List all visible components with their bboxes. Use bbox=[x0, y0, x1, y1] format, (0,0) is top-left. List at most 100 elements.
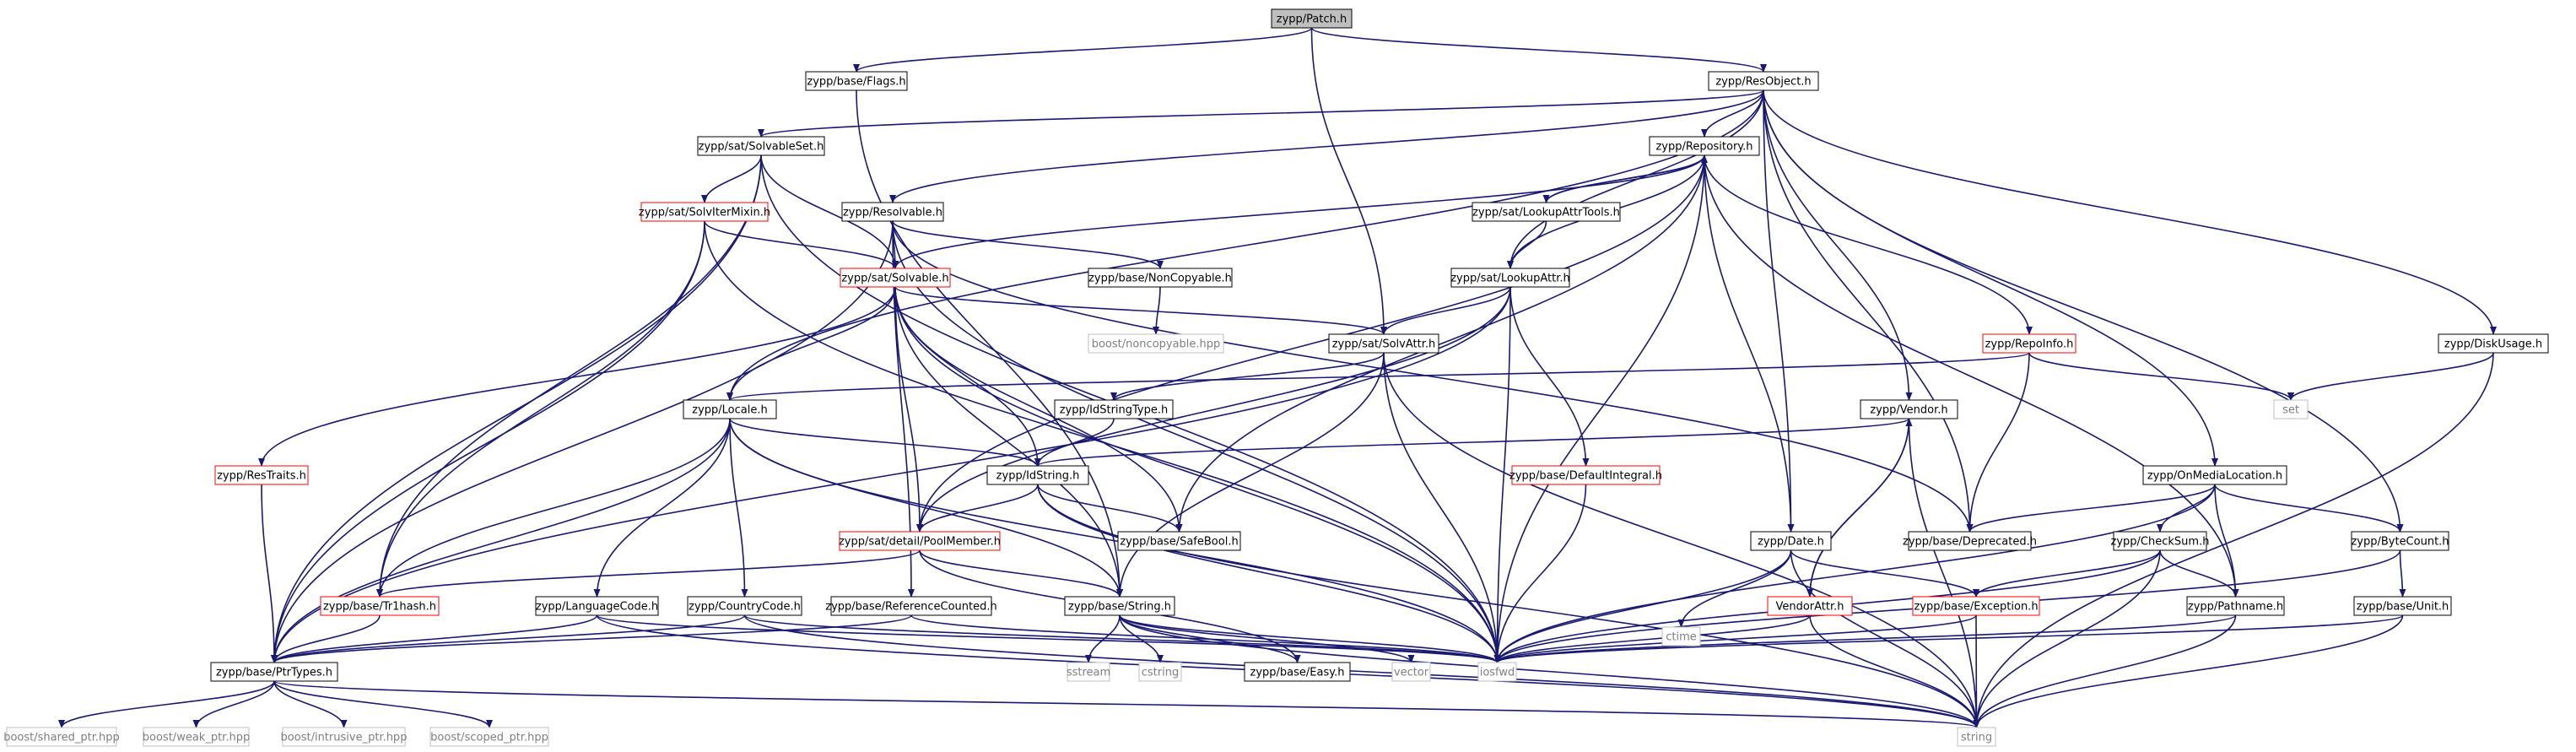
node-label-repoinfo: zypp/RepoInfo.h bbox=[1985, 338, 2074, 351]
node-label-solvitermixin: zypp/sat/SolvIterMixin.h bbox=[639, 207, 770, 219]
node-solvattr[interactable]: zypp/sat/SolvAttr.h bbox=[1328, 333, 1439, 354]
node-box-safebool bbox=[1117, 531, 1241, 551]
node-label-checksum: zypp/CheckSum.h bbox=[2111, 536, 2210, 549]
edge-repository-to-safebool bbox=[1175, 154, 1705, 533]
node-bytecount[interactable]: zypp/ByteCount.h bbox=[2351, 531, 2449, 551]
node-resobject[interactable]: zypp/ResObject.h bbox=[1708, 71, 1819, 91]
node-idstringtype[interactable]: zypp/IdStringType.h bbox=[1054, 399, 1174, 419]
node-label-locale: zypp/Locale.h bbox=[692, 404, 767, 417]
node-label-pathname: zypp/Pathname.h bbox=[2188, 601, 2283, 614]
node-defaultintegral[interactable]: zypp/base/DefaultIntegral.h bbox=[1509, 465, 1662, 485]
node-restraits[interactable]: zypp/ResTraits.h bbox=[214, 465, 309, 485]
node-ptrtypes[interactable]: zypp/base/PtrTypes.h bbox=[210, 662, 338, 682]
edge-string-to-sstream bbox=[1085, 614, 1121, 663]
node-flags[interactable]: zypp/base/Flags.h bbox=[805, 71, 908, 91]
node-idstring[interactable]: zypp/IdString.h bbox=[986, 465, 1089, 485]
node-label-idstringtype: zypp/IdStringType.h bbox=[1060, 404, 1169, 417]
node-box-string bbox=[1064, 596, 1175, 616]
node-countrycode[interactable]: zypp/CountryCode.h bbox=[687, 596, 802, 616]
node-box-resolvable bbox=[841, 202, 944, 222]
node-label-noncopyable: zypp/base/NonCopyable.h bbox=[1088, 273, 1232, 285]
node-exception[interactable]: zypp/base/Exception.h bbox=[1912, 596, 2040, 616]
edge-idstring-to-poolmember bbox=[916, 484, 1039, 533]
edge-solvableset-to-ptrtypes bbox=[271, 154, 762, 663]
node-locale[interactable]: zypp/Locale.h bbox=[683, 399, 777, 419]
node-box-iosfwd bbox=[1477, 662, 1517, 682]
node-tr1hash[interactable]: zypp/base/Tr1hash.h bbox=[320, 596, 440, 616]
node-patch[interactable]: zypp/Patch.h bbox=[1271, 8, 1353, 29]
node-pathname[interactable]: zypp/Pathname.h bbox=[2186, 596, 2285, 616]
edge-solvitermixin-to-solvable bbox=[704, 220, 899, 269]
node-lookupattr[interactable]: zypp/sat/LookupAttr.h bbox=[1450, 268, 1570, 288]
node-label-onmedialocation: zypp/OnMediaLocation.h bbox=[2147, 470, 2282, 483]
edge-poolmember-to-tr1hash bbox=[376, 549, 921, 598]
edge-date-to-exception bbox=[1790, 549, 1979, 598]
node-label-refcounted: zypp/base/ReferenceCounted.h bbox=[825, 601, 996, 614]
node-vendor[interactable]: zypp/Vendor.h bbox=[1860, 399, 1958, 419]
node-resolvable[interactable]: zypp/Resolvable.h bbox=[841, 202, 944, 222]
node-label-boostnoncopyable: boost/noncopyable.hpp bbox=[1092, 338, 1221, 351]
node-cstring: cstring bbox=[1138, 662, 1182, 682]
edge-onmedialocation-to-bytecount bbox=[2214, 484, 2404, 533]
node-label-restraits: zypp/ResTraits.h bbox=[217, 470, 306, 483]
node-onmedialocation[interactable]: zypp/OnMediaLocation.h bbox=[2142, 465, 2287, 485]
node-date[interactable]: zypp/Date.h bbox=[1750, 531, 1832, 551]
node-solvableset[interactable]: zypp/sat/SolvableSet.h bbox=[697, 136, 825, 156]
edge-onmedialocation-to-deprecated bbox=[1966, 484, 2216, 533]
node-repository[interactable]: zypp/Repository.h bbox=[1649, 136, 1760, 156]
node-safebool[interactable]: zypp/base/SafeBool.h bbox=[1117, 531, 1241, 551]
node-box-idstring bbox=[986, 465, 1089, 485]
edge-string-to-vector bbox=[1119, 614, 1415, 663]
node-checksum[interactable]: zypp/CheckSum.h bbox=[2111, 531, 2210, 551]
node-label-solvableset: zypp/sat/SolvableSet.h bbox=[699, 141, 824, 154]
node-vector: vector bbox=[1391, 662, 1431, 682]
node-box-solvable bbox=[840, 268, 951, 288]
node-box-solvableset bbox=[697, 136, 825, 156]
node-label-poolmember: zypp/sat/detail/PoolMember.h bbox=[839, 536, 1001, 549]
edge-solvitermixin-to-ptrtypes bbox=[271, 220, 705, 663]
edge-lookupattr-to-solvattr bbox=[1380, 286, 1511, 335]
edge-unit-to-iosfwd bbox=[1493, 614, 2404, 663]
node-string[interactable]: zypp/base/String.h bbox=[1064, 596, 1175, 616]
edge-idstring-to-safebool bbox=[1037, 484, 1183, 533]
edge-solvable-to-locale bbox=[726, 286, 896, 401]
node-lookupattrtools[interactable]: zypp/sat/LookupAttrTools.h bbox=[1472, 202, 1621, 222]
edge-patch-to-flags bbox=[853, 27, 1313, 73]
node-repoinfo[interactable]: zypp/RepoInfo.h bbox=[1982, 333, 2076, 354]
node-solvitermixin[interactable]: zypp/sat/SolvIterMixin.h bbox=[639, 202, 770, 222]
edge-countrycode-to-stdstring bbox=[743, 614, 1980, 728]
edge-solvableset-to-solvable bbox=[760, 154, 899, 269]
edge-noncopyable-to-boostnoncopyable bbox=[1153, 286, 1161, 335]
node-label-idstring: zypp/IdString.h bbox=[996, 470, 1080, 483]
edge-solvattr-to-idstringtype bbox=[1110, 352, 1385, 401]
node-languagecode[interactable]: zypp/LanguageCode.h bbox=[535, 596, 659, 616]
edge-ptrtypes-to-sharedptr bbox=[58, 680, 275, 728]
edge-locale-to-countrycode bbox=[729, 418, 748, 598]
edge-pathname-to-stdstring bbox=[1973, 614, 2237, 728]
node-easy[interactable]: zypp/base/Easy.h bbox=[1244, 662, 1351, 682]
node-box-bytecount bbox=[2351, 531, 2449, 551]
edge-repository-to-poolmember bbox=[916, 154, 1705, 533]
node-box-cstring bbox=[1138, 662, 1182, 682]
node-unit[interactable]: zypp/base/Unit.h bbox=[2353, 596, 2452, 616]
node-diskusage[interactable]: zypp/DiskUsage.h bbox=[2438, 333, 2549, 354]
node-solvable[interactable]: zypp/sat/Solvable.h bbox=[840, 268, 951, 288]
node-deprecated[interactable]: zypp/base/Deprecated.h bbox=[1903, 531, 2037, 551]
edge-solvable-to-idstring bbox=[894, 286, 1041, 467]
node-vendorattr[interactable]: VendorAttr.h bbox=[1767, 596, 1853, 616]
node-box-solvattr bbox=[1328, 333, 1439, 354]
node-refcounted[interactable]: zypp/base/ReferenceCounted.h bbox=[825, 596, 997, 616]
edge-string-to-easy bbox=[1119, 614, 1301, 663]
node-box-boostnoncopyable bbox=[1088, 333, 1224, 354]
edges-layer bbox=[58, 27, 2497, 728]
node-noncopyable[interactable]: zypp/base/NonCopyable.h bbox=[1088, 268, 1233, 288]
edge-vendorattr-to-iosfwd bbox=[1493, 614, 1811, 663]
node-label-vendor: zypp/Vendor.h bbox=[1870, 404, 1947, 417]
edge-diskusage-to-stdstring bbox=[1973, 352, 2494, 728]
edge-locale-to-string bbox=[729, 418, 1123, 598]
node-label-patch: zypp/Patch.h bbox=[1277, 14, 1347, 26]
node-poolmember[interactable]: zypp/sat/detail/PoolMember.h bbox=[839, 531, 1001, 551]
node-label-solvable: zypp/sat/Solvable.h bbox=[841, 273, 948, 285]
edge-date-to-ctime bbox=[1677, 549, 1792, 628]
edge-onmedialocation-to-checksum bbox=[2157, 484, 2216, 533]
